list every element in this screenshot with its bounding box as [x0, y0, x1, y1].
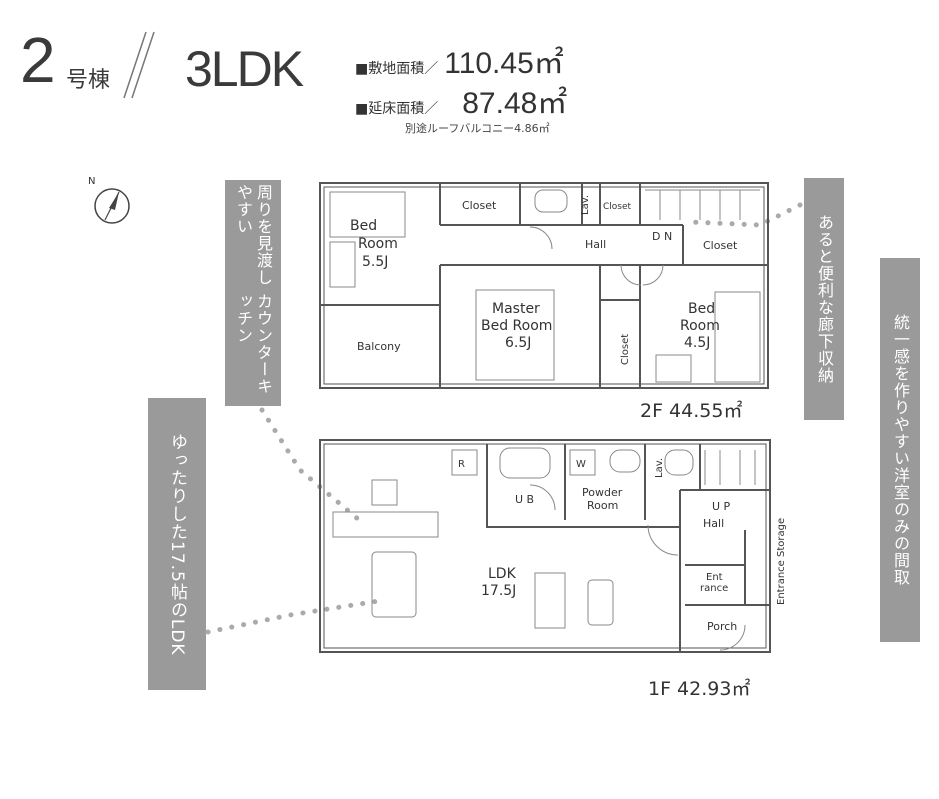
kitchen-counter-icon — [332, 511, 439, 538]
room-label-balcony: Balcony — [357, 340, 401, 353]
washer-icon — [569, 449, 596, 476]
floor-label-1f: 1F 42.93㎡ — [648, 677, 750, 700]
building-suffix: 号棟 — [66, 68, 111, 93]
room-label-porch: Porch — [707, 620, 737, 633]
room-label-powder: Powder — [582, 486, 623, 499]
floor-area-label: ■延床面積／ — [355, 101, 439, 117]
roof-balcony-note: 別途ルーフバルコニー4.86㎡ — [405, 122, 550, 135]
room-label-bed1: Bed — [350, 218, 377, 234]
room-label-closet: Closet — [462, 199, 497, 212]
room-area-ldk: 17.5J — [481, 583, 516, 599]
room-label-lav: Lav. — [654, 458, 665, 478]
callout-western-rooms: 統一感を作りやすい洋室のみの間取 — [880, 258, 920, 642]
room-area-master: 6.5J — [505, 335, 531, 351]
site-area-label: ■敷地面積／ — [355, 61, 439, 77]
room-label-bed2-room: Room — [680, 318, 720, 334]
callout-storage: あると便利な廊下収納 — [804, 178, 844, 420]
floor-label-2f: 2F 44.55㎡ — [640, 399, 742, 422]
room-label-lav: Lav. — [580, 195, 591, 215]
leader-kitchen — [259, 407, 368, 528]
callout-ldk: ゆったりした17.5帖のLDK — [148, 398, 206, 690]
room-label-master-room: Bed Room — [481, 318, 552, 334]
stairs-icon — [645, 189, 760, 220]
1f-outer-wall — [319, 439, 771, 653]
refrigerator-icon — [451, 449, 478, 476]
desk-icon — [329, 241, 356, 288]
site-area-value: 110.45㎡ — [444, 47, 564, 80]
room-label-unit-bath: U B — [515, 493, 534, 506]
room-label-bed2: Bed — [688, 301, 715, 317]
callout-kitchen-line1: 周りを見渡しやすい — [234, 184, 273, 286]
bathtub-icon — [499, 447, 551, 479]
underfloor-storage-icon — [371, 479, 398, 506]
room-label-powder-room: Room — [587, 499, 618, 512]
dining-table-icon — [371, 551, 417, 618]
floor-area: ■延床面積／ 87.48㎡ — [355, 78, 567, 122]
room-label-master: Master — [492, 301, 540, 317]
compass-icon: N — [88, 176, 130, 224]
room-label-closet: Closet — [603, 202, 632, 212]
room-label-bed1-room: Room — [358, 236, 398, 252]
bed-icon — [329, 191, 406, 238]
room-area-bed2: 4.5J — [684, 335, 710, 351]
bed-icon — [475, 289, 555, 381]
leader-ldk — [205, 597, 388, 635]
room-label-closet: Closet — [703, 239, 738, 252]
stairs-icon — [704, 450, 756, 485]
callout-kitchen-line2: カウンターキッチン — [234, 293, 273, 395]
2f-outer-wall — [319, 182, 769, 389]
room-label-entrance-storage: Entrance Storage — [776, 518, 787, 605]
room-label-hall: Hall — [585, 238, 606, 251]
washer-label: W — [576, 459, 586, 470]
site-area: ■敷地面積／ 110.45㎡ — [355, 38, 564, 82]
door-swing — [529, 226, 664, 286]
desk-icon — [655, 354, 692, 383]
toilet-icon — [534, 189, 568, 213]
stairs-down-label: D N — [652, 230, 672, 243]
room-label-ldk: LDK — [488, 566, 517, 582]
compass-north-label: N — [88, 176, 95, 187]
room-label-hall: Hall — [703, 517, 724, 530]
layout-type: 3LDK — [185, 41, 304, 97]
double-slash-divider — [123, 31, 155, 99]
room-label-entrance-2: rance — [700, 583, 728, 594]
stairs-up-label: U P — [712, 500, 731, 513]
callout-kitchen: 周りを見渡しやすい カウンターキッチン — [225, 180, 281, 406]
room-label-entrance: Ent — [706, 572, 723, 583]
toilet-icon — [664, 449, 694, 476]
bed-icon — [714, 291, 761, 383]
sink-icon — [609, 449, 641, 473]
room-area-bed1: 5.5J — [362, 254, 388, 270]
sofa-icon — [534, 572, 566, 629]
door-swing — [529, 484, 746, 651]
room-label-closet: Closet — [620, 334, 631, 365]
building-number: 2 — [20, 24, 56, 96]
table-icon — [587, 579, 614, 626]
floor-area-value: 87.48㎡ — [462, 87, 568, 120]
fridge-label: R — [458, 459, 465, 470]
